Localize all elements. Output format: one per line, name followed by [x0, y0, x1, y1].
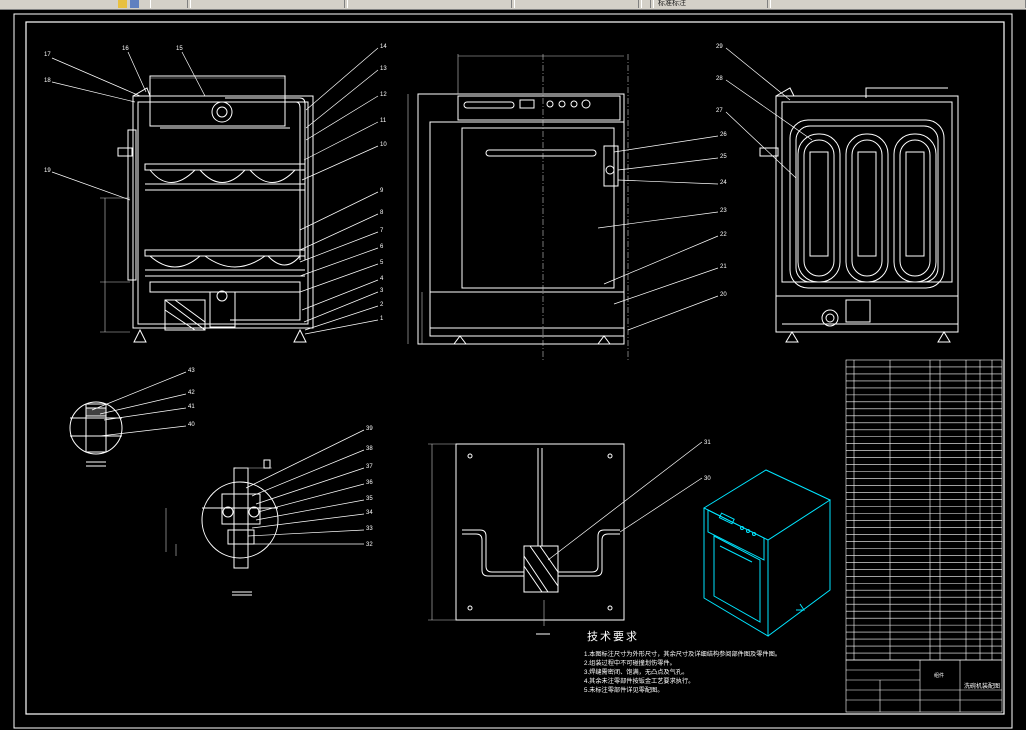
svg-text:30: 30	[704, 476, 711, 482]
toolbar-tab-standard-dimension[interactable]: 标准标注	[653, 0, 768, 8]
cad-drawing-canvas[interactable]: 17 16 15 14 13 12 11 10 9 8 7 6 5 4 3 2 …	[0, 10, 1026, 730]
toolbar: 标准标注	[0, 0, 1026, 10]
svg-text:18: 18	[44, 78, 51, 84]
detail-a-labels: 43 42 41 40	[188, 368, 195, 428]
front-callout-labels: 17 16 15 14 13 12 11 10 9 8 7 6 5 4 3 2 …	[44, 44, 387, 322]
tech-requirement-item: 2.组装过程中不可碰撞划伤零件。	[584, 660, 676, 667]
svg-text:28: 28	[716, 76, 723, 82]
isometric-view	[702, 469, 832, 637]
svg-text:29: 29	[716, 44, 723, 50]
detail-a-leaders	[91, 371, 187, 437]
svg-text:20: 20	[720, 292, 727, 298]
toolbar-tab-2[interactable]	[190, 0, 345, 8]
svg-text:32: 32	[366, 542, 373, 548]
svg-text:37: 37	[366, 464, 373, 470]
tech-requirement-item: 3.焊缝需密闭、饱满，无凸点及气孔。	[584, 669, 689, 676]
front-leaders	[51, 47, 379, 335]
svg-text:24: 24	[720, 180, 727, 186]
detail-b-labels: 39 38 37 36 35 34 33 32	[366, 426, 373, 548]
tech-requirement-item: 4.其余未注零部件按钣金工艺要求执行。	[584, 678, 695, 685]
svg-text:8: 8	[380, 210, 384, 216]
svg-text:组件: 组件	[934, 672, 944, 679]
toolbar-tab-3[interactable]	[347, 0, 512, 8]
svg-text:6: 6	[380, 244, 384, 250]
toolbar-tab-4[interactable]	[514, 0, 639, 8]
svg-text:38: 38	[366, 446, 373, 452]
svg-text:33: 33	[366, 526, 373, 532]
side-leaders	[725, 47, 813, 179]
svg-text:13: 13	[380, 66, 387, 72]
tech-requirement-item: 5.未标注零部件详见零配图。	[584, 687, 664, 694]
svg-text:21: 21	[720, 264, 727, 270]
svg-text:22: 22	[720, 232, 727, 238]
toolbar-tab-5[interactable]	[641, 0, 651, 8]
svg-text:3: 3	[380, 288, 384, 294]
toolbar-tab-7[interactable]	[770, 0, 1026, 8]
plate-pipe-view	[428, 443, 625, 635]
svg-text:16: 16	[122, 46, 129, 52]
settings-icon[interactable]	[130, 0, 139, 8]
svg-text:洗碗机装配图: 洗碗机装配图	[964, 682, 1000, 690]
tech-requirement-item: 1.本图标注尺寸为外形尺寸，其余尺寸及详细结构参阅部件图及零件图。	[584, 651, 781, 658]
toolbar-tab-1[interactable]	[150, 0, 188, 8]
technical-requirements: 技术要求 1.本图标注尺寸为外形尺寸，其余尺寸及详细结构参阅部件图及零件图。 2…	[584, 628, 844, 695]
svg-text:9: 9	[380, 188, 384, 194]
front-section-view	[100, 75, 314, 343]
svg-text:41: 41	[188, 404, 195, 410]
svg-text:2: 2	[380, 302, 384, 308]
svg-text:12: 12	[380, 92, 387, 98]
title-block	[845, 659, 1003, 713]
svg-text:36: 36	[366, 480, 373, 486]
svg-text:5: 5	[380, 260, 384, 266]
svg-text:25: 25	[720, 154, 727, 160]
svg-text:4: 4	[380, 276, 384, 282]
svg-text:26: 26	[720, 132, 727, 138]
svg-text:39: 39	[366, 426, 373, 432]
tech-requirements-title: 技术要求	[587, 631, 639, 643]
side-callout-labels: 29 28 27	[716, 44, 723, 114]
side-view	[759, 87, 959, 343]
svg-text:17: 17	[44, 52, 51, 58]
svg-text:10: 10	[380, 142, 387, 148]
parts-list-table	[845, 359, 1003, 661]
detail-b-leaders	[240, 429, 365, 545]
svg-text:14: 14	[380, 44, 387, 50]
svg-text:7: 7	[380, 228, 384, 234]
door-front-view	[407, 54, 629, 360]
detail-b-view	[165, 459, 279, 596]
svg-text:34: 34	[366, 510, 373, 516]
outer-frame	[13, 13, 1013, 729]
plate-leaders	[547, 441, 703, 561]
folder-icon[interactable]	[118, 0, 127, 8]
svg-text:19: 19	[44, 168, 51, 174]
title-block-text: 组件 洗碗机装配图	[934, 672, 1000, 690]
svg-text:15: 15	[176, 46, 183, 52]
svg-text:31: 31	[704, 440, 711, 446]
detail-a-view	[69, 401, 123, 467]
plate-labels: 31 30	[704, 440, 711, 482]
svg-text:40: 40	[188, 422, 195, 428]
svg-text:11: 11	[380, 118, 387, 124]
svg-text:23: 23	[720, 208, 727, 214]
svg-text:35: 35	[366, 496, 373, 502]
svg-text:43: 43	[188, 368, 195, 374]
svg-text:27: 27	[716, 108, 723, 114]
inner-frame	[25, 21, 1005, 715]
svg-text:1: 1	[380, 316, 384, 322]
svg-text:42: 42	[188, 390, 195, 396]
door-callout-labels: 26 25 24 23 22 21 20	[720, 132, 727, 298]
door-leaders	[597, 135, 719, 331]
